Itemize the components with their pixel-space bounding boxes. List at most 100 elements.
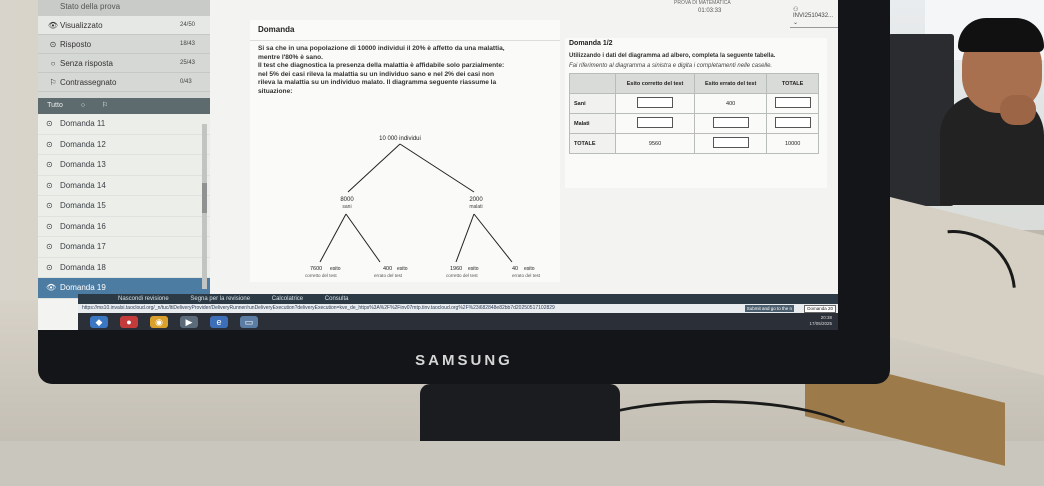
- folder-icon[interactable]: ▭: [240, 315, 258, 328]
- column-header: TOTALE: [766, 73, 819, 94]
- stat-viewed[interactable]: 👁 Visualizzato 24/50: [38, 16, 210, 35]
- subquestion-hint: Fai riferimento al diagramma a sinistra …: [569, 63, 773, 69]
- filter-flagged-icon[interactable]: ⚐: [101, 102, 109, 109]
- answer-cell[interactable]: [614, 113, 696, 134]
- tree-healthy-value: 8000: [340, 197, 354, 203]
- question-label: Domanda 11: [60, 119, 106, 129]
- question-item[interactable]: ⊙ Domanda 16: [38, 216, 210, 237]
- subquestion-instruction: Utilizzando i dati del diagramma ad albe…: [569, 53, 776, 59]
- dot-circle-icon: ⊙: [46, 201, 53, 211]
- tree-leaf-value: 1960: [450, 266, 462, 272]
- question-label: Domanda 13: [60, 160, 106, 170]
- media-player-icon[interactable]: ▶: [180, 315, 198, 328]
- tree-leaf-word: esito: [330, 266, 341, 272]
- start-icon[interactable]: ◆: [90, 315, 108, 328]
- question-item[interactable]: ⊙ Domanda 13: [38, 155, 210, 176]
- next-question-button[interactable]: Domanda 20: [804, 305, 836, 313]
- answer-cell[interactable]: [766, 93, 819, 114]
- answer-cell[interactable]: [694, 113, 768, 134]
- tree-leaf-caption: corretto del test: [305, 273, 337, 278]
- question-item[interactable]: ⊙Domanda 15: [38, 196, 210, 217]
- question-label: Domanda 18: [60, 262, 106, 272]
- eye-icon: 👁: [47, 20, 59, 30]
- sidebar-scroll-thumb[interactable]: [202, 183, 207, 213]
- screen: Stato della prova 👁 Visualizzato 24/50 ⊙…: [38, 0, 838, 330]
- filter-all[interactable]: Tutto: [47, 102, 63, 109]
- table-row: TOTALE 9560 10000: [569, 133, 819, 154]
- chrome-icon[interactable]: ◉: [150, 315, 168, 328]
- taskbar: ◆ ● ◉ ▶ e ▭ 20:38 17/05/2025: [78, 313, 838, 330]
- circle-icon: ○: [50, 58, 56, 68]
- answer-cell[interactable]: [694, 133, 768, 154]
- table-row: Sani 400: [569, 93, 819, 114]
- app-icon[interactable]: ●: [120, 315, 138, 328]
- stat-label: Visualizzato: [60, 20, 103, 30]
- question-label: Domanda 17: [60, 242, 106, 252]
- student-cap: [958, 18, 1044, 52]
- row-header: TOTALE: [569, 133, 616, 154]
- monitor-brand-logo: SAMSUNG: [415, 352, 513, 369]
- submit-button[interactable]: Submit and go to the n: [744, 305, 794, 312]
- stat-count: 24/50: [180, 22, 196, 28]
- tree-leaf-value: 7600: [310, 266, 322, 272]
- table-row: Malati: [569, 113, 819, 134]
- dot-circle-icon: ⊙: [46, 221, 53, 231]
- question-label: Domanda 16: [60, 221, 106, 231]
- row-header: Sani: [569, 93, 616, 114]
- sidebar-title: Stato della prova: [38, 0, 210, 16]
- tree-leaf-word: esito: [468, 266, 479, 272]
- column-header: Esito corretto del test: [614, 73, 696, 94]
- question-item[interactable]: ⊙ Domanda 18: [38, 257, 210, 278]
- answer-input[interactable]: [637, 97, 674, 108]
- tree-root: 10 000 individui: [379, 136, 421, 142]
- table-corner: [569, 73, 616, 94]
- cable: [560, 400, 866, 486]
- mark-review-button[interactable]: Segna per la revisione: [190, 296, 251, 302]
- stat-label: Risposto: [60, 39, 92, 49]
- tray-date: 17/05/2025: [809, 321, 832, 326]
- filter-unanswered-icon[interactable]: ○: [80, 102, 86, 109]
- answer-cell[interactable]: [766, 113, 819, 134]
- chevron-down-icon: ⌄: [793, 20, 799, 26]
- dot-circle-icon: ⊙: [46, 180, 53, 190]
- stat-unanswered[interactable]: ○ Senza risposta 25/43: [38, 54, 210, 73]
- consult-button[interactable]: Consulta: [324, 296, 349, 302]
- answer-table: Esito corretto del test Esito errato del…: [569, 73, 819, 154]
- user-id: INVI2510432...: [793, 13, 834, 19]
- question-label: Domanda 12: [60, 139, 106, 149]
- calculator-button[interactable]: Calcolatrice: [271, 296, 304, 302]
- answer-cell[interactable]: [614, 93, 696, 114]
- dot-circle-icon: ⊙: [46, 242, 53, 252]
- hide-review-button[interactable]: Nascondi revisione: [118, 296, 169, 302]
- subquestion-panel: Domanda 1/2 Utilizzando i dati del diagr…: [565, 38, 827, 188]
- question-title: Domanda: [250, 20, 560, 41]
- question-label: Domanda 19: [60, 283, 106, 293]
- answer-input[interactable]: [712, 137, 749, 148]
- edge-icon[interactable]: e: [210, 315, 228, 328]
- tree-leaf-word: esito: [397, 266, 408, 272]
- question-stem: Si sa che in una popolazione di 10000 in…: [258, 45, 505, 95]
- tree-leaf-value: 400: [383, 266, 392, 272]
- question-item[interactable]: ⊙ Domanda 17: [38, 237, 210, 258]
- stat-label: Senza risposta: [60, 58, 113, 68]
- given-value-cell: 400: [694, 93, 768, 114]
- system-tray: 20:38 17/05/2025: [809, 315, 832, 327]
- eye-icon: 👁: [46, 283, 57, 293]
- monitor-stand: [420, 384, 620, 441]
- test-status-sidebar: Stato della prova 👁 Visualizzato 24/50 ⊙…: [38, 0, 210, 299]
- answer-input[interactable]: [712, 117, 749, 128]
- question-item[interactable]: ⊙ Domanda 14: [38, 175, 210, 196]
- question-item[interactable]: ⊙Domanda 11: [38, 114, 210, 135]
- answer-input[interactable]: [637, 117, 674, 128]
- dot-circle-icon: ⊙: [46, 160, 53, 170]
- stat-count: 18/43: [180, 41, 196, 47]
- answer-input[interactable]: [774, 97, 811, 108]
- dot-circle-icon: ⊙: [46, 262, 53, 272]
- question-label: Domanda 14: [60, 180, 106, 190]
- answer-input[interactable]: [774, 117, 811, 128]
- stat-answered[interactable]: ⊙ Risposto 18/43: [38, 35, 210, 54]
- stat-flagged[interactable]: ⚐ Contrassegnato 0/43: [38, 73, 210, 92]
- subquestion-title: Domanda 1/2: [569, 40, 613, 47]
- question-item[interactable]: ⊙Domanda 12: [38, 134, 210, 155]
- user-menu[interactable]: ⚇ INVI2510432... ⌄: [790, 5, 838, 28]
